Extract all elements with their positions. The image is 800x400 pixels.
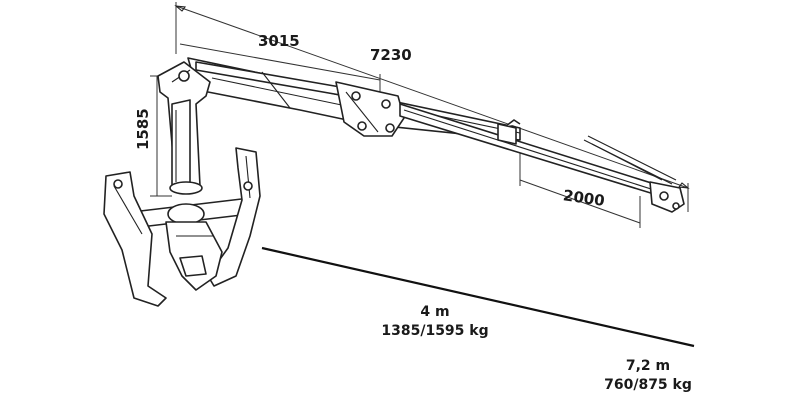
label-3015: 3015 [258,32,300,50]
dimension-2000 [519,150,641,228]
dimension-7230 [174,2,690,212]
telescopic-extension [399,103,685,213]
near-load-label: 1385/1595 kg [381,323,488,339]
far-distance-label: 7,2 m [626,358,670,374]
near-distance-label: 4 m [420,304,449,320]
boom-joint [335,81,405,137]
label-2000: 2000 [562,186,606,210]
column [157,61,211,195]
label-7230: 7230 [370,46,412,64]
far-load-label: 760/875 kg [604,377,692,393]
base-frame [103,147,261,307]
label-1585: 1585 [134,108,152,150]
reach-scale-line [261,246,695,348]
